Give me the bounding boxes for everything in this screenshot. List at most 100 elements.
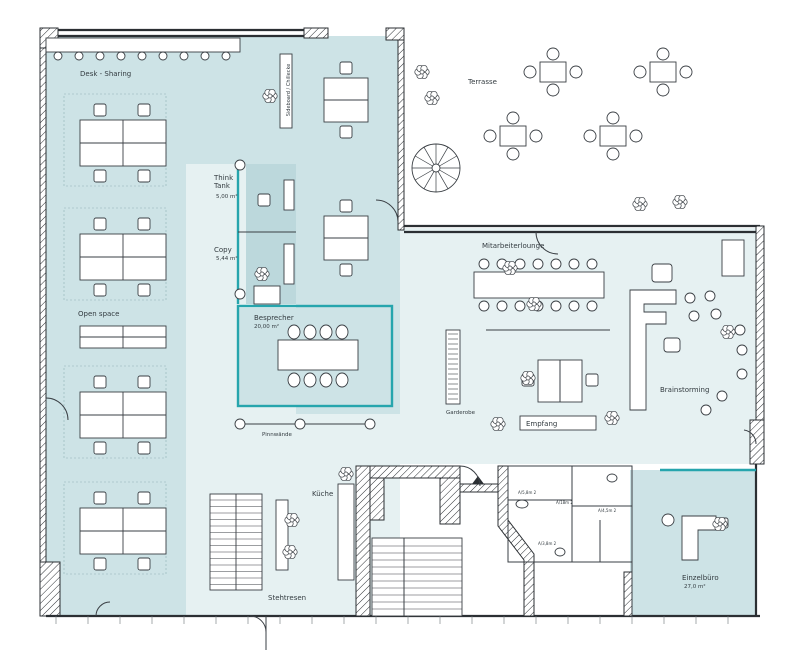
plant-icon [254,266,270,282]
sideboard [279,53,293,129]
stool [700,404,712,416]
pinnwande-label: Pinnwände [262,432,293,438]
core: A/5,8m 2 A/18m 2 A/3,8m 2 A/4,5m 2 [355,465,633,617]
stool [568,258,580,270]
plant-icon [526,296,542,312]
besprecher-room: Besprecher 20,00 m² [236,304,394,408]
stool [704,290,716,302]
chair [137,375,151,389]
wc-4-label: A/4,5m 2 [598,508,617,513]
chair [137,491,151,505]
chair [137,169,151,183]
stool [568,300,580,312]
plant-icon [262,88,278,104]
chair [93,557,107,571]
chair [93,169,107,183]
einzelburo-area: 27,0 m² [684,583,706,590]
garderobe: Garderobe [445,329,476,416]
desk-cluster-right-upper: Sideboard / Chillecke [279,53,369,139]
desk-cluster-right-lower [323,199,369,277]
stool [514,300,526,312]
open-space-label: Open space [78,310,119,318]
kuche-label: Küche [312,490,333,498]
stool [550,300,562,312]
stool [478,258,490,270]
stool [716,390,728,402]
stool [550,258,562,270]
bench-seat [137,51,147,61]
stool [586,258,598,270]
copy-area: 5,44 m² [216,255,238,262]
stool [532,258,544,270]
chair [137,557,151,571]
plant-icon [712,516,728,532]
plants [254,64,736,560]
chair [137,103,151,117]
chair [303,324,317,340]
terrace-table [523,47,583,97]
chair [137,441,151,455]
chair [93,283,107,297]
desk-cluster [63,365,167,459]
stool [688,310,700,322]
plant-icon [414,64,430,80]
terrasse-label: Terrasse [467,78,497,86]
terrasse: Terrasse [411,47,693,193]
mitarbeiterlounge: Mitarbeiterlounge [473,242,610,331]
brainstorming-label: Brainstorming [660,386,709,394]
plant-icon [720,324,736,340]
stool [478,300,490,312]
think-tank-area: 5,00 m² [216,193,238,200]
bench-seat [158,51,168,61]
chair [335,324,349,340]
desk-cluster [63,207,167,301]
stool [586,300,598,312]
chair [93,375,107,389]
mitarbeiterlounge-label: Mitarbeiterlounge [482,242,544,250]
bench-seat [179,51,189,61]
plant-icon [338,466,354,482]
stool [736,368,748,380]
pinnwande: Pinnwände [234,418,376,438]
plant-icon [604,410,620,426]
stool [496,300,508,312]
terrace-table [483,111,543,161]
bench-seat [74,51,84,61]
einzelburo: Einzelbüro 27,0 m² [631,468,756,616]
stehtresen-label: Stehtresen [268,594,306,602]
plant-icon [282,544,298,560]
plant-icon [672,194,688,210]
chair [287,324,301,340]
chair [287,372,301,388]
bench-seat [200,51,210,61]
bench-seat [53,51,63,61]
open-space-table [79,325,167,349]
chair [335,372,349,388]
stool [710,308,722,320]
outer-walls [39,27,765,618]
desk-cluster [63,481,167,575]
stool [734,324,746,336]
sideboard-label: Sideboard / Chillecke [286,64,292,117]
chair [319,372,333,388]
wc-2-label: A/18m 2 [556,500,573,505]
chair [137,217,151,231]
bench-seat [221,51,231,61]
chair [303,372,317,388]
plant-icon [632,196,648,212]
sofa [721,239,745,277]
terrace-table [633,47,693,97]
wc-3-label: A/3,8m 2 [538,541,557,546]
chair [93,441,107,455]
besprecher-area: 20,00 m² [254,323,279,330]
terrace-table [583,111,643,161]
chair [93,217,107,231]
chair [93,491,107,505]
plant-icon [490,416,506,432]
stairs-left [209,493,263,591]
plant-icon [520,370,536,386]
brainstorming: Brainstorming [629,239,748,416]
